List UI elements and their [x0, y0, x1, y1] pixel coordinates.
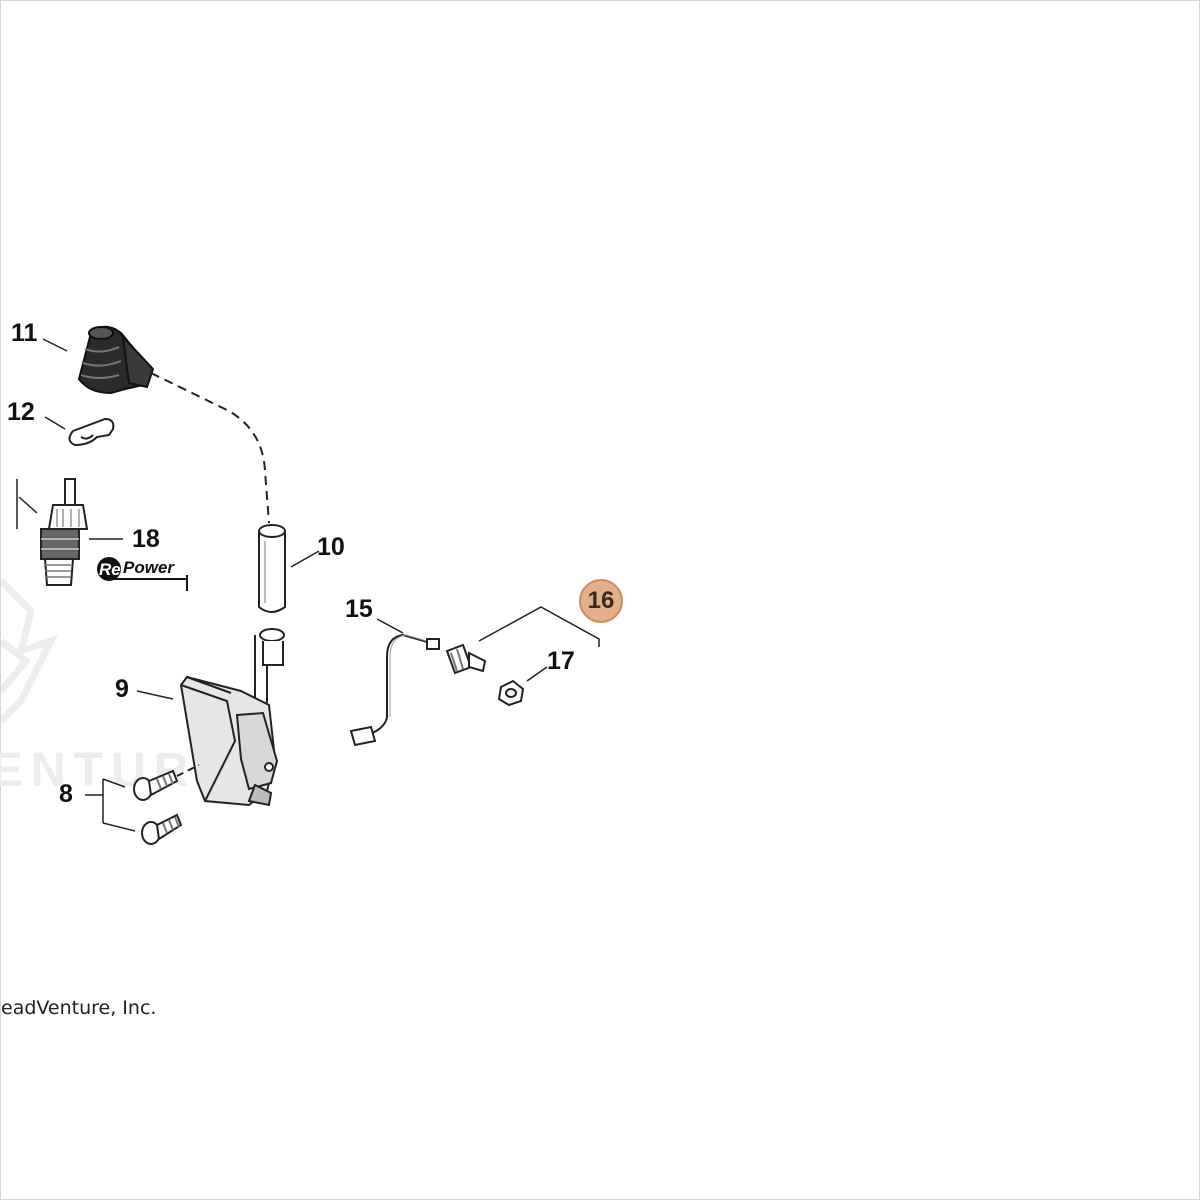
- callout-17[interactable]: 17: [547, 647, 575, 675]
- callout-15[interactable]: 15: [345, 595, 373, 623]
- leader-11: [42, 338, 68, 352]
- leader-8: [85, 778, 136, 832]
- leader-lines: [16, 338, 600, 832]
- callout-11[interactable]: 11: [11, 319, 38, 347]
- ignition-module[interactable]: [179, 628, 285, 807]
- short-circuit-wire[interactable]: [349, 633, 440, 747]
- watermark-text: ENTURE: [0, 744, 237, 797]
- logo-prefix: Re: [99, 560, 121, 579]
- leader-12: [44, 416, 66, 430]
- spark-plug[interactable]: [40, 478, 89, 586]
- leader-10: [290, 550, 320, 568]
- hex-nut[interactable]: [497, 679, 525, 707]
- spark-plug-boot[interactable]: [77, 325, 155, 395]
- leader-15: [376, 618, 404, 634]
- repower-logo: Re Power: [97, 557, 188, 591]
- insulating-tube[interactable]: [258, 524, 286, 613]
- leader-18-bracket: [16, 479, 38, 529]
- callout-12[interactable]: 12: [7, 398, 35, 426]
- callout-8[interactable]: 8: [59, 780, 73, 808]
- ignition-lead-path: [150, 372, 270, 524]
- copyright-text: eadVenture, Inc.: [1, 997, 157, 1019]
- spring-clip[interactable]: [68, 417, 115, 447]
- callout-9[interactable]: 9: [115, 675, 129, 703]
- leader-17: [526, 666, 548, 682]
- leader-9: [136, 690, 174, 700]
- callout-18[interactable]: 18: [132, 525, 160, 553]
- logo-suffix: Power: [123, 558, 175, 577]
- watermark-emblem: [1, 578, 58, 724]
- leader-16: [478, 606, 600, 647]
- callout-10[interactable]: 10: [317, 533, 345, 561]
- screw-lower[interactable]: [141, 813, 183, 845]
- callout-16-highlighted[interactable]: 16: [579, 579, 623, 623]
- screw-upper[interactable]: [133, 764, 200, 801]
- stop-switch[interactable]: [445, 643, 487, 675]
